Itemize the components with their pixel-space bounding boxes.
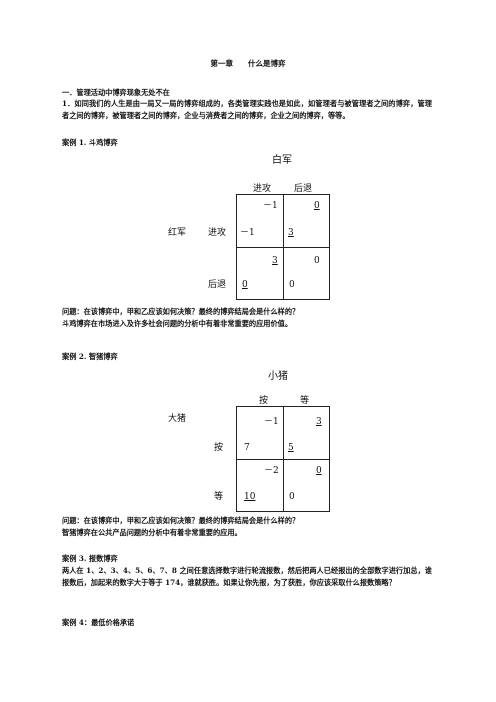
case1-cell01-row-payoff: 3: [288, 228, 294, 238]
case2-cell10-col-payoff: －2: [264, 466, 279, 476]
case1-question: 问题：在该博弈中，甲和乙应该如何决策？最终的博弈结局会是什么样的？: [62, 307, 300, 316]
section-heading: 一．管理活动中博弈现象无处不在: [62, 88, 170, 97]
section-paragraph: 1．如同我们的人生是由一局又一局的博弈组成的，各类管理实践也是如此，如管理者与被…: [62, 99, 432, 120]
case3-title: 案例 3. 报数博弈: [62, 554, 118, 563]
case2-row-player: 大猪: [168, 414, 187, 424]
case2-row-strategy-wait: 等: [214, 492, 224, 502]
case1-row-player: 红军: [168, 228, 187, 238]
case2-col-strategy-press: 按: [259, 396, 269, 406]
case1-cell11-row-payoff: 0: [289, 280, 295, 290]
case2-title: 案例 2. 智猪博弈: [62, 352, 118, 361]
case2-cell01-col-payoff: 3: [316, 417, 322, 427]
case2-note: 智猪博弈在公共产品问题的分析中有着非常重要的应用。: [62, 528, 242, 537]
case1-grid: [236, 194, 330, 300]
case1-note: 斗鸡博弈在市场进入及许多社会问题的分析中有着非常重要的应用价值。: [62, 319, 293, 328]
case2-col-strategy-wait: 等: [300, 396, 310, 406]
case1-row-strategy-retreat: 后退: [208, 280, 227, 290]
chapter-title: 第一章 什么是博弈: [210, 59, 286, 68]
case1-cell00-row-payoff: －1: [240, 228, 255, 238]
case2-grid: [236, 406, 330, 512]
case2-question: 问题：在该博弈中，甲和乙应该如何决策？最终的博弈结局会是什么样的？: [62, 516, 300, 525]
case1-title: 案例 1. 斗鸡博弈: [62, 138, 118, 147]
case3-paragraph: 两人在 1、2、3、4、5、6、7、8 之间任意选择数字进行轮流报数，然后把两人…: [62, 566, 432, 587]
case2-row-strategy-press: 按: [214, 443, 224, 453]
case4-title: 案例 4：最低价格承诺: [62, 618, 135, 627]
case2-cell00-col-payoff: －1: [264, 417, 279, 427]
case1-row-strategy-attack: 进攻: [208, 228, 227, 238]
case2-cell00-row-payoff: 7: [244, 443, 250, 453]
case1-col-strategy-attack: 进攻: [253, 184, 272, 194]
case2-cell11-col-payoff: 0: [316, 466, 322, 476]
case2-col-player: 小猪: [268, 371, 288, 382]
case1-cell01-col-payoff: 0: [314, 201, 320, 211]
case1-col-player: 白军: [272, 155, 292, 166]
case1-cell10-col-payoff: 3: [272, 256, 278, 266]
case2-cell11-row-payoff: 0: [289, 492, 295, 502]
case2-cell10-row-payoff: 10: [244, 492, 256, 502]
case2-cell01-row-payoff: 5: [288, 443, 294, 453]
case1-cell11-col-payoff: 0: [314, 256, 320, 266]
case1-col-strategy-retreat: 后退: [294, 184, 313, 194]
grid-divider-horizontal: [237, 459, 329, 460]
grid-divider-horizontal: [237, 247, 329, 248]
case1-cell00-col-payoff: －1: [263, 201, 278, 211]
case1-cell10-row-payoff: 0: [242, 280, 248, 290]
